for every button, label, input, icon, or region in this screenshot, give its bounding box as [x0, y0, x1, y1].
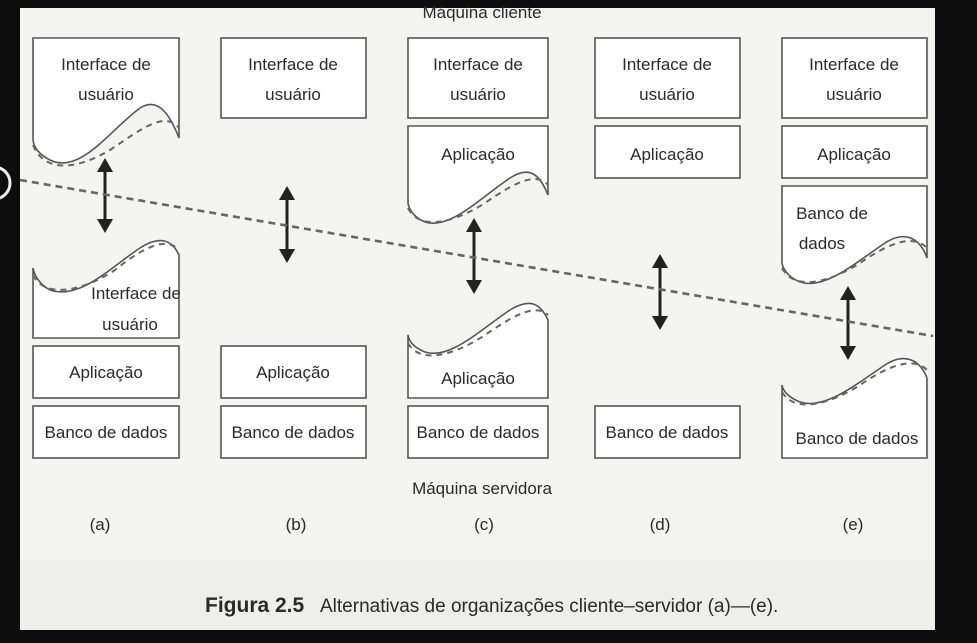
- a-client-split-line: [32, 120, 180, 167]
- a-db-label: Banco de dados: [45, 423, 168, 442]
- a-client-ui-box: [32, 37, 180, 164]
- column-c: Interface de usuário Aplicação Aplicação…: [407, 37, 549, 534]
- a-arrow-up-icon: [97, 158, 113, 172]
- e-client-db-label-2: dados: [799, 234, 845, 253]
- caption-area: [20, 560, 935, 630]
- a-app-label: Aplicação: [69, 363, 143, 382]
- d-ui-label-1: Interface de: [622, 55, 712, 74]
- c-ui-label-1: Interface de: [433, 55, 523, 74]
- edge-circle-icon: [0, 166, 12, 200]
- e-app-label: Aplicação: [817, 145, 891, 164]
- e-client-split-line: [781, 239, 928, 284]
- c-server-app-box: [407, 302, 549, 399]
- d-ui-label-2: usuário: [639, 85, 695, 104]
- c-arrow-up-icon: [466, 218, 482, 232]
- e-server-db-box: [781, 357, 928, 459]
- caption-figure-number: Figura 2.5: [205, 594, 305, 617]
- b-ui-label-2: usuário: [265, 85, 321, 104]
- e-ui-box: [781, 37, 928, 119]
- a-arrow-down-icon: [97, 219, 113, 233]
- c-db-label: Banco de dados: [417, 423, 540, 442]
- column-b: Interface de usuário Aplicação Banco de …: [220, 37, 367, 534]
- a-column-label: (a): [90, 515, 111, 534]
- d-app-box: [594, 125, 741, 179]
- b-arrow-down-icon: [279, 249, 295, 263]
- d-arrow-down-icon: [652, 316, 668, 330]
- c-server-app-label: Aplicação: [441, 369, 515, 388]
- d-db-box: [594, 405, 741, 459]
- c-db-box: [407, 405, 549, 459]
- e-arrow-down-icon: [840, 346, 856, 360]
- c-client-app-box: [407, 125, 549, 225]
- column-d: Interface de usuário Aplicação Banco de …: [594, 37, 741, 534]
- e-column-label: (e): [843, 515, 864, 534]
- a-server-split-line: [32, 242, 180, 291]
- a-ui-label-2: usuário: [78, 85, 134, 104]
- b-app-label: Aplicação: [256, 363, 330, 382]
- a-server-ui-label-1: Interface de: [91, 284, 181, 303]
- a-server-ui-label-2: usuário: [102, 315, 158, 334]
- b-app-box: [220, 345, 367, 399]
- e-client-db-label-1: Banco de: [796, 204, 868, 223]
- c-client-app-label: Aplicação: [441, 145, 515, 164]
- c-arrow-down-icon: [466, 280, 482, 294]
- d-app-label: Aplicação: [630, 145, 704, 164]
- caption-text: Alternativas de organizações cliente–ser…: [320, 596, 778, 617]
- d-db-label: Banco de dados: [606, 423, 729, 442]
- b-db-label: Banco de dados: [232, 423, 355, 442]
- b-ui-box: [220, 37, 367, 119]
- d-ui-box: [594, 37, 741, 119]
- d-arrow-up-icon: [652, 254, 668, 268]
- c-ui-box: [407, 37, 549, 119]
- b-ui-label-1: Interface de: [248, 55, 338, 74]
- e-arrow-up-icon: [840, 286, 856, 300]
- a-db-box: [32, 405, 180, 459]
- a-app-box: [32, 345, 180, 399]
- a-ui-label-1: Interface de: [61, 55, 151, 74]
- e-ui-label-1: Interface de: [809, 55, 899, 74]
- b-column-label: (b): [286, 515, 307, 534]
- c-ui-label-2: usuário: [450, 85, 506, 104]
- client-machine-label: Máquina cliente: [422, 3, 541, 22]
- server-machine-label: Máquina servidora: [412, 479, 552, 498]
- e-server-db-label: Banco de dados: [796, 429, 919, 448]
- e-ui-label-2: usuário: [826, 85, 882, 104]
- a-server-ui-box: [32, 239, 180, 339]
- client-server-divider: [19, 178, 934, 338]
- e-app-box: [781, 125, 928, 179]
- column-a: Interface de usuário Interface de usuári…: [32, 37, 181, 534]
- column-e: Interface de usuário Aplicação Banco de …: [781, 37, 928, 534]
- d-column-label: (d): [650, 515, 671, 534]
- c-column-label: (c): [474, 515, 494, 534]
- b-arrow-up-icon: [279, 186, 295, 200]
- b-db-box: [220, 405, 367, 459]
